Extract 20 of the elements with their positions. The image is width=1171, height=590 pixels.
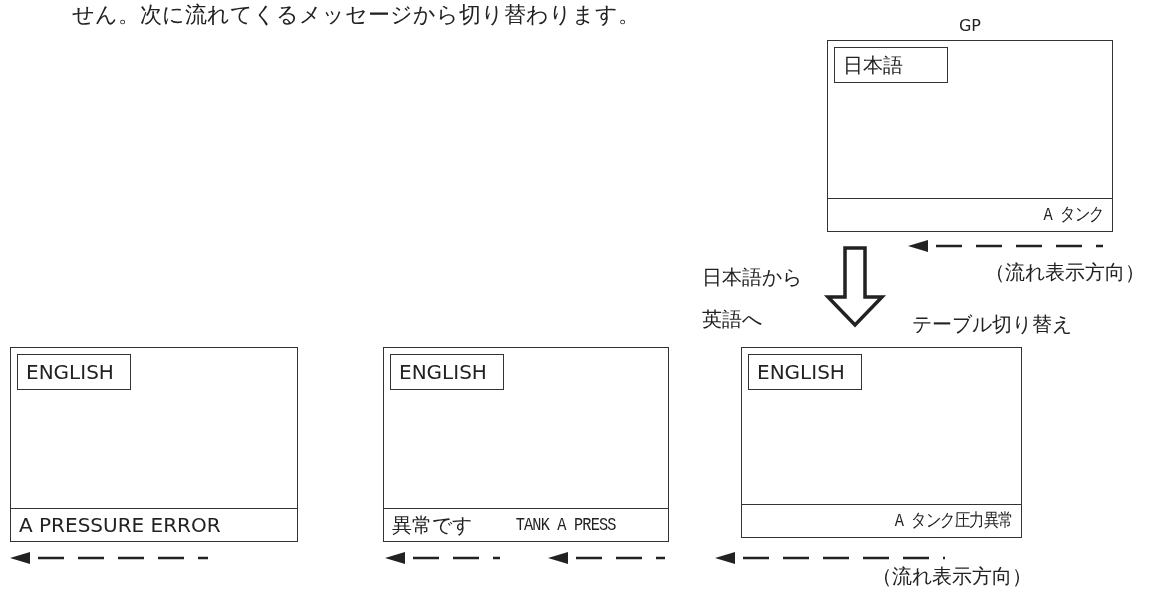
display-screen [383, 347, 669, 542]
device-label: GP [957, 18, 982, 34]
language-indicator: ENGLISH [748, 354, 862, 390]
display-screen [827, 40, 1113, 232]
block-arrow [823, 246, 887, 328]
direction-note: （流れ表示方向） [872, 566, 1032, 586]
display-screen [10, 347, 298, 542]
edge-label: 日本語から英語へ [702, 264, 803, 333]
message-text: A PRESSURE ERROR [19, 515, 221, 535]
direction-note: （流れ表示方向） [985, 262, 1145, 282]
language-indicator: ENGLISH [390, 354, 504, 390]
language-indicator: ENGLISH [17, 354, 131, 390]
message-text: A タンク [1044, 206, 1104, 224]
caption-text: テーブル切り替え [912, 314, 1072, 334]
display-screen [741, 347, 1022, 538]
message-text: TANK A PRESS [515, 516, 616, 534]
language-indicator: 日本語 [834, 47, 948, 83]
message-text: A タンク圧力異常 [895, 512, 1013, 530]
body-text: せん。次に流れてくるメッセージから切り替わります。 [72, 4, 640, 26]
message-text: 異常です [392, 515, 472, 535]
